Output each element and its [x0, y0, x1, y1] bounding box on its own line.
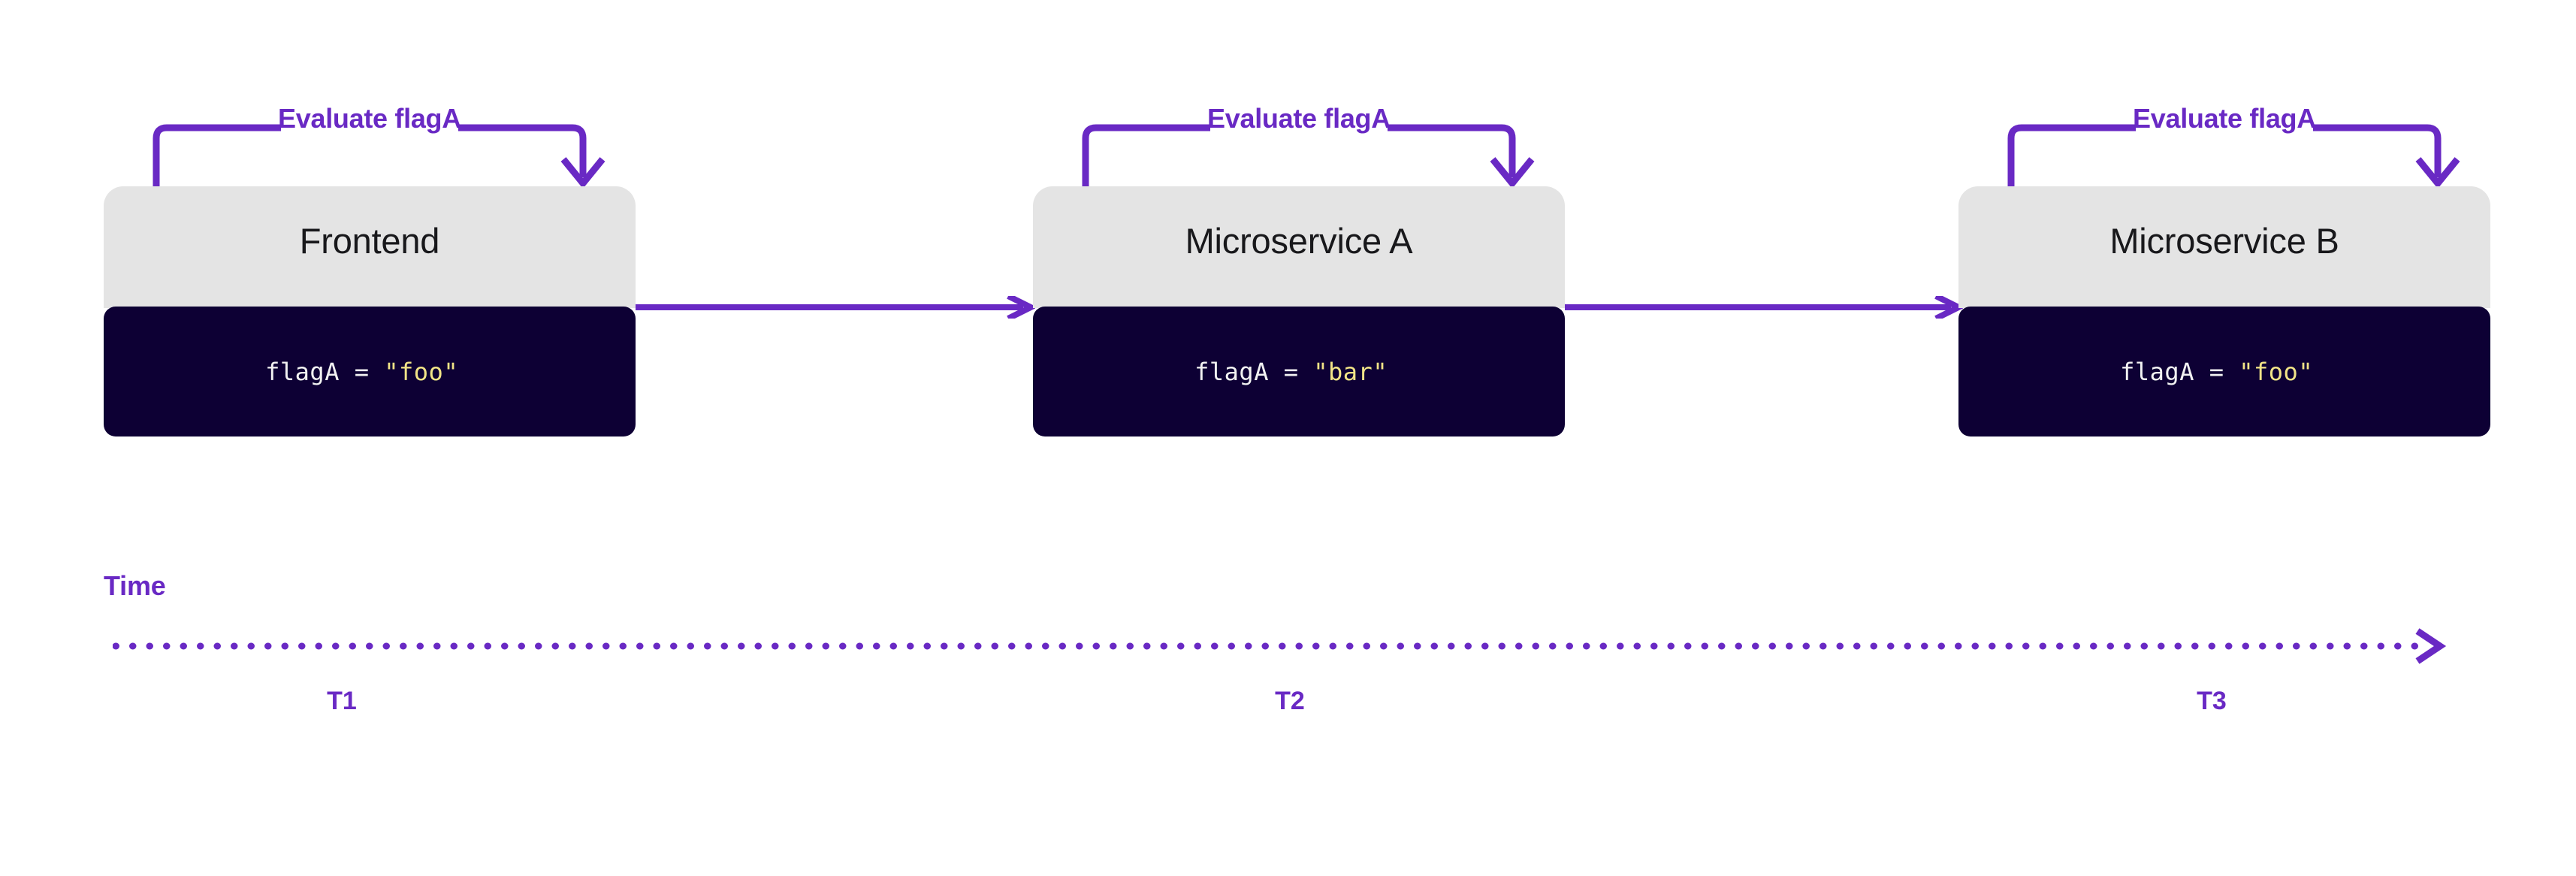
evaluate-label: Evaluate flagA	[1207, 103, 1391, 134]
timeline-tick-t2: T2	[1275, 687, 1305, 715]
timeline-tick-t3: T3	[2197, 687, 2227, 715]
code-value: "foo"	[2239, 357, 2314, 386]
code-key: flagA =	[265, 357, 385, 386]
connector-microservice-a-to-microservice-b	[1565, 296, 1963, 319]
code-value: "foo"	[384, 357, 459, 386]
evaluate-label: Evaluate flagA	[2133, 103, 2316, 134]
evaluate-bracket-microservice-b: Evaluate flagA	[1958, 105, 2490, 189]
code-value: "bar"	[1313, 357, 1388, 386]
connector-frontend-to-microservice-a	[636, 296, 1035, 319]
arrow-right-icon	[636, 296, 1035, 319]
node-header-frontend[interactable]: Frontend	[104, 186, 636, 308]
dotted-arrow-icon	[113, 628, 2447, 664]
evaluate-bracket-frontend: Evaluate flagA	[104, 105, 636, 189]
node-title: Microservice B	[2109, 220, 2339, 261]
timeline-label: Time	[104, 570, 166, 601]
code-key: flagA =	[2120, 357, 2239, 386]
arrow-right-icon	[1565, 296, 1963, 319]
evaluate-label: Evaluate flagA	[278, 103, 461, 134]
bracket-icon	[1082, 124, 1535, 189]
timeline-tick-t1: T1	[327, 687, 357, 715]
code-key: flagA =	[1194, 357, 1314, 386]
node-title: Frontend	[299, 220, 440, 261]
timeline-axis	[113, 628, 2460, 664]
bracket-icon	[153, 124, 605, 189]
bracket-icon	[2007, 124, 2460, 189]
node-header-microservice-a[interactable]: Microservice A	[1033, 186, 1565, 308]
node-code-frontend: flagA = "foo"	[104, 307, 636, 436]
node-title: Microservice A	[1185, 220, 1413, 261]
node-code-microservice-b: flagA = "foo"	[1958, 307, 2490, 436]
evaluate-bracket-microservice-a: Evaluate flagA	[1033, 105, 1565, 189]
node-header-microservice-b[interactable]: Microservice B	[1958, 186, 2490, 308]
node-code-microservice-a: flagA = "bar"	[1033, 307, 1565, 436]
